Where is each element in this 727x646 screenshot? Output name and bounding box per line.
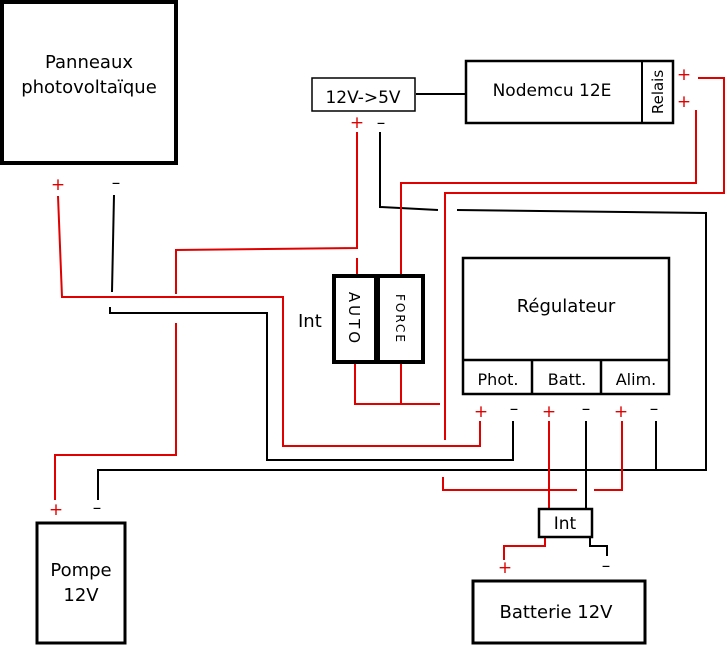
regulator-port-phot: Phot. — [478, 370, 519, 389]
nodemcu-label: Nodemcu 12E — [493, 81, 612, 101]
wire-battery-negative-run — [589, 538, 608, 556]
switch-force-label: FORCE — [393, 294, 407, 344]
switch-battery-box — [537, 507, 594, 539]
alim-minus-sign: – — [650, 399, 659, 419]
switch-auto-box — [332, 274, 378, 364]
wire-pump-positive — [54, 323, 177, 500]
pump-minus-sign: – — [93, 498, 102, 518]
battery-label: Batterie 12V — [500, 602, 614, 623]
wire-battery-positive-run — [503, 538, 546, 560]
switch-main-label: Int — [298, 311, 322, 332]
panels-box — [0, 0, 178, 165]
battery-box — [471, 579, 647, 645]
wire-converter-negative — [379, 132, 439, 211]
battery-minus-sign: – — [602, 556, 611, 576]
alim-plus-sign: + — [614, 402, 628, 422]
wire-relay-line-2 — [444, 77, 725, 440]
wire-converter-positive — [175, 132, 358, 294]
regulator-label: Régulateur — [517, 296, 616, 317]
converter-label: 12V->5V — [325, 88, 400, 108]
negative-wires — [97, 93, 707, 556]
pump-plus-sign: + — [49, 500, 63, 520]
panel-plus-sign: + — [51, 175, 65, 195]
wire-alim-positive-2 — [594, 421, 623, 491]
switch-force-box — [376, 274, 425, 364]
switch-battery-label: Int — [554, 514, 577, 534]
wire-converter-negative-run — [97, 209, 707, 500]
wire-relay-line — [400, 110, 697, 276]
polarity-signs: + – + – + + + – + – + – + – + – — [49, 65, 691, 578]
wire-alim-positive — [442, 477, 577, 491]
wire-panel-negative — [111, 194, 115, 293]
relay-plus-sign-2: + — [677, 92, 691, 112]
regulator-port-batt: Batt. — [548, 370, 586, 389]
batt-plus-sign: + — [542, 402, 556, 422]
panels-label-line2: photovoltaïque — [21, 77, 157, 98]
converter-box — [311, 77, 416, 112]
nodemcu-box — [464, 59, 675, 125]
panels-label-line1: Panneaux — [45, 52, 133, 73]
wire-switch-bottom — [354, 363, 440, 405]
wire-panel-positive — [57, 195, 481, 447]
panel-minus-sign: – — [112, 173, 121, 193]
phot-minus-sign: – — [510, 399, 519, 419]
relay-label: Relais — [649, 70, 667, 115]
switch-auto-label: AUTO — [345, 292, 363, 346]
converter-minus-sign: – — [377, 113, 386, 133]
regulator-box — [461, 256, 671, 396]
phot-plus-sign: + — [474, 402, 488, 422]
converter-plus-sign: + — [350, 113, 364, 133]
relay-plus-sign-1: + — [677, 65, 691, 85]
positive-wires — [54, 77, 725, 560]
wire-panel-negative-run — [109, 307, 514, 461]
pump-label-line2: 12V — [63, 585, 99, 606]
battery-plus-sign: + — [498, 558, 512, 578]
pump-label-line1: Pompe — [50, 560, 111, 581]
regulator-port-alim: Alim. — [616, 370, 657, 389]
batt-minus-sign: – — [582, 399, 591, 419]
pump-box — [35, 521, 127, 645]
